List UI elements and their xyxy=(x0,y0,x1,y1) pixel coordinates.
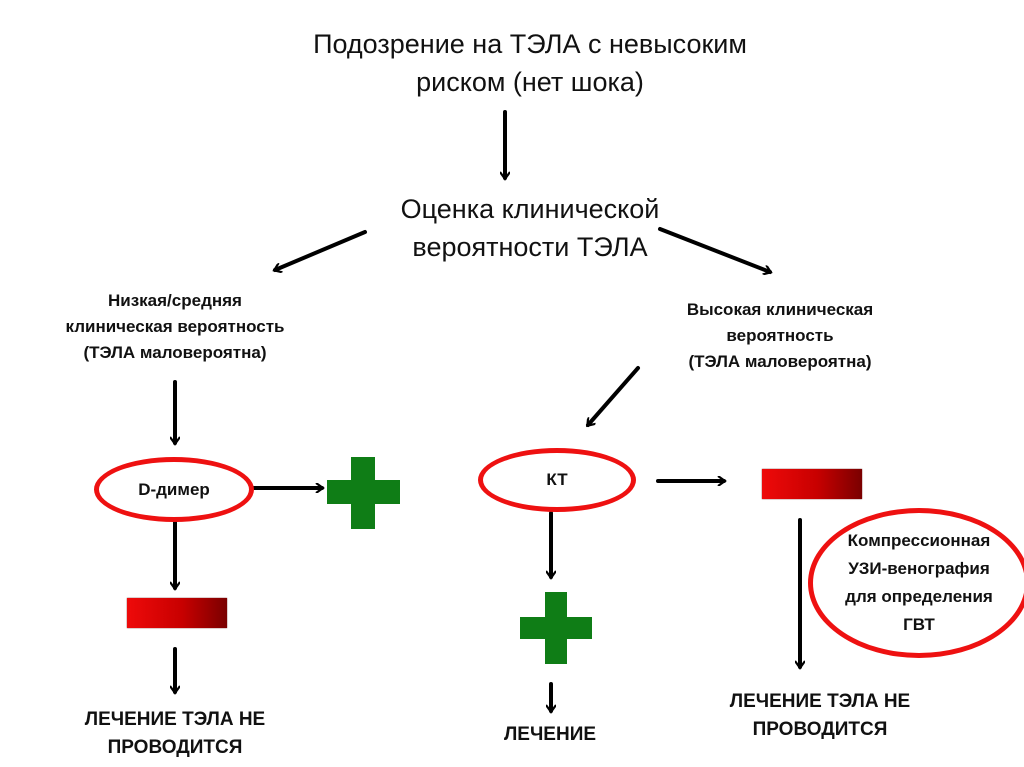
ultrasound-label: Компрессионная УЗИ-венография для опреде… xyxy=(845,531,993,634)
right-branch-label: Высокая клиническая вероятность (ТЭЛА ма… xyxy=(686,300,874,371)
diagram-title: Подозрение на ТЭЛА с невысоким риском (н… xyxy=(313,29,747,97)
assessment-node: Оценка клинической вероятности ТЭЛА xyxy=(400,194,660,262)
right-outcome-treatment: ЛЕЧЕНИЕ xyxy=(503,724,597,745)
left-branch-label: Низкая/средняя клиническая вероятность (… xyxy=(65,291,285,362)
ddimer-label: D-димер xyxy=(138,479,210,499)
kt-label: КТ xyxy=(546,470,568,489)
ddimer-negative-minus-icon xyxy=(127,598,227,628)
kt-negative-minus-icon xyxy=(762,469,862,499)
kt-positive-plus-icon xyxy=(520,592,592,664)
right-outcome-no-treatment: ЛЕЧЕНИЕ ТЭЛА НЕ ПРОВОДИТСЯ xyxy=(729,691,911,740)
arrow-to-right-branch xyxy=(658,227,770,272)
ddimer-positive-plus-icon xyxy=(327,457,400,529)
ddimer-test-node: D-димер xyxy=(94,457,254,522)
arrow-right-to-kt xyxy=(586,366,640,425)
ultrasound-test-node: Компрессионная УЗИ-венография для опреде… xyxy=(808,508,1024,658)
kt-test-node: КТ xyxy=(478,448,636,512)
arrow-to-left-branch xyxy=(275,230,367,270)
left-outcome-no-treatment: ЛЕЧЕНИЕ ТЭЛА НЕ ПРОВОДИТСЯ xyxy=(84,709,266,758)
